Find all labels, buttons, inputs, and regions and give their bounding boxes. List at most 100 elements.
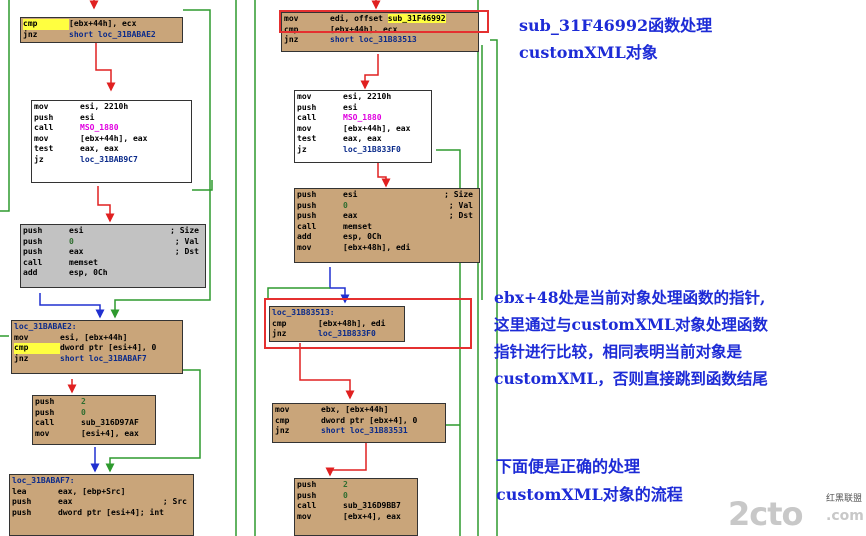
operand: short loc_31B83513 <box>330 35 417 45</box>
watermark-main: 2cto <box>728 495 804 533</box>
asm-line: jz loc_31B833F0 <box>297 145 429 156</box>
asm-line: call MSO_1880 <box>34 123 189 134</box>
mnemonic: mov <box>34 102 49 111</box>
operand: dword ptr [ebx+4], 0 <box>321 415 418 425</box>
mnemonic: call <box>297 113 317 123</box>
asm-line: mov[ebx+44h], eax <box>34 134 189 145</box>
annotation-line: 下面便是正确的处理 <box>496 457 641 476</box>
asm-line: push 0 <box>35 408 153 419</box>
asm-line: push eax ; Src <box>12 497 191 508</box>
operand: short loc_31BABAE2 <box>69 29 156 39</box>
asm-line: cmp[ebx+44h], ecx <box>23 19 180 30</box>
asm-node-left-loc-af7[interactable]: loc_31BABAF7: lea eax, [ebp+Src] push eax;… <box>9 474 194 536</box>
mnemonic: push <box>23 226 43 235</box>
operand: esi, 2210h <box>80 102 129 111</box>
mnemonic: push <box>12 497 32 507</box>
mnemonic: lea <box>12 486 27 496</box>
operand: eax <box>343 211 358 221</box>
operand: 0 <box>343 490 348 500</box>
asm-node-left-top[interactable]: cmp[ebx+44h], ecx jnz short loc_31BABAE2 <box>20 17 183 43</box>
operand: MSO_1880 <box>343 113 382 123</box>
asm-line: mov[ebx+44h], eax <box>297 124 429 135</box>
edge <box>0 0 10 212</box>
operand: 0 <box>343 200 348 210</box>
mnemonic: push <box>297 102 317 112</box>
comment: ; Val <box>448 200 473 210</box>
annotation-line: 这里通过与customXML对象处理函数 <box>494 315 768 334</box>
operand: 2 <box>81 397 86 406</box>
operand: 0 <box>69 236 74 246</box>
operand: loc_31B833F0 <box>318 329 376 339</box>
edge <box>39 293 105 319</box>
annotation-customxml-flow: 下面便是正确的处理 customXML对象的流程 <box>496 453 683 509</box>
operand: 0 <box>81 407 86 417</box>
operand: eax <box>58 497 73 507</box>
mnemonic: cmp <box>272 318 287 328</box>
operand: loc_31B833F0 <box>343 144 401 154</box>
operand: esi <box>69 226 84 235</box>
edge <box>267 287 330 298</box>
annotation-line: customXML，否则直接跳到函数结尾 <box>494 369 768 388</box>
location-label: loc_31B83513: <box>272 308 335 317</box>
mnemonic: jnz <box>23 29 38 39</box>
mnemonic: jnz <box>284 35 299 45</box>
asm-line: push esi <box>34 113 189 124</box>
mnemonic: call <box>34 123 54 133</box>
edge <box>436 149 461 536</box>
operand: esp, 0Ch <box>69 268 108 278</box>
operand: esi <box>80 112 95 122</box>
mnemonic: push <box>34 112 54 122</box>
comment: ; Val <box>174 236 199 246</box>
mnemonic: jz <box>297 144 307 154</box>
asm-node-left-call[interactable]: mov esi, 2210h push esi call MSO_1880 mov[e… <box>31 100 192 183</box>
mnemonic: call <box>297 501 317 511</box>
asm-line: jnz short loc_31BABAE2 <box>23 30 180 41</box>
watermark-top: 红黑联盟 <box>826 494 863 504</box>
watermark-logo: 2cto 红黑联盟 .com <box>728 491 864 534</box>
mnemonic: push <box>23 247 43 257</box>
operand: sub_316D97AF <box>81 418 139 428</box>
mnemonic: cmp <box>275 415 290 425</box>
operand: eax <box>69 247 84 257</box>
mnemonic: cmp <box>14 343 60 354</box>
operand: MSO_1880 <box>80 123 119 133</box>
mnemonic: push <box>297 211 317 221</box>
mnemonic: push <box>297 200 317 210</box>
annotation-line: customXML对象的流程 <box>496 485 683 504</box>
asm-line: mov[ebx+4], eax <box>297 512 415 523</box>
operand: [ebx+44h], ecx <box>330 24 398 34</box>
operand: [ebx+4], eax <box>343 511 401 521</box>
asm-line: cmp[ebx+44h], ecx <box>284 25 476 36</box>
mnemonic: push <box>35 407 55 417</box>
comment: ; Src <box>162 497 187 507</box>
annotation-line: ebx+48处是当前对象处理函数的指针, <box>494 288 766 307</box>
operand: eax, [ebp+Src] <box>58 486 126 496</box>
asm-line: jnz short loc_31B83513 <box>284 35 476 46</box>
mnemonic: test <box>34 144 54 154</box>
location-label: loc_31BABAF7: <box>12 476 75 485</box>
